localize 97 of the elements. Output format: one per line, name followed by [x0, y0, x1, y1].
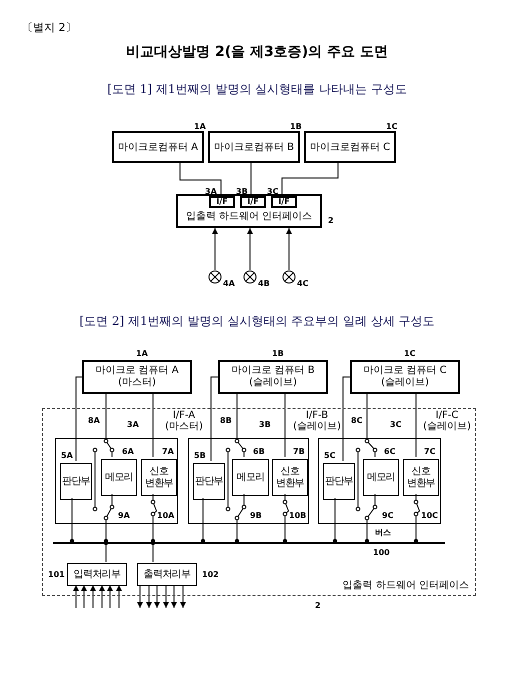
node-label: 마이크로컴퓨터 C	[310, 142, 390, 152]
reference-numeral: 3C	[267, 187, 278, 196]
reference-numeral: 5B	[194, 451, 206, 460]
node-label: 판단부	[62, 476, 90, 488]
node-label: 신호 변환부	[406, 466, 436, 490]
connector-line	[236, 394, 244, 458]
node-label: 메모리	[366, 472, 396, 484]
arrow	[146, 584, 152, 608]
connector-line	[366, 394, 376, 458]
node-label: I/F	[216, 198, 228, 206]
arrow	[90, 584, 96, 608]
figure-caption: [도면 2] 제1번째의 발명의 실시형태의 주요부의 일례 상세 구성도	[79, 313, 435, 330]
reference-numeral: 9C	[382, 511, 394, 520]
reference-numeral: 100	[373, 548, 390, 557]
node-label: I/F	[247, 198, 259, 206]
node-label: I/F	[278, 198, 290, 206]
node-label: (슬레이브)	[249, 377, 297, 389]
reference-numeral: 4A	[223, 279, 235, 288]
reference-numeral: 8B	[220, 416, 232, 425]
reference-numeral: 8A	[88, 416, 100, 425]
reference-numeral: 10A	[157, 511, 174, 520]
node-label: 신호 변환부	[144, 466, 174, 490]
reference-numeral: 1A	[194, 122, 206, 131]
reference-numeral: 1C	[404, 349, 416, 358]
node-label: 마이크로 컴퓨터 C	[363, 365, 447, 377]
node-label: 메모리	[104, 472, 134, 484]
reference-numeral: 7A	[162, 447, 174, 456]
arrow	[180, 584, 186, 608]
reference-numeral: 1B	[290, 122, 302, 131]
reference-numeral: 3B	[236, 187, 248, 196]
arrow	[212, 228, 218, 270]
arrow	[154, 584, 160, 608]
connector-line	[106, 394, 112, 458]
arrow	[81, 584, 87, 608]
node-label: I/F-C (슬레이브)	[422, 410, 472, 432]
node-label: (슬레이브)	[381, 377, 429, 389]
connector-line	[210, 376, 218, 462]
arrow	[163, 584, 169, 608]
reference-numeral: 3B	[259, 420, 271, 429]
reference-numeral: 3A	[205, 187, 217, 196]
connector-line	[180, 162, 222, 194]
arrow	[73, 584, 79, 608]
reference-numeral: 2	[315, 601, 321, 610]
figure-caption: [도면 1] 제1번째의 발명의 실시형태를 나타내는 구성도	[107, 81, 407, 98]
node-label: 출력처리부	[143, 568, 190, 580]
connector-line	[342, 376, 350, 462]
reference-numeral: 8C	[351, 416, 362, 425]
reference-numeral: 3C	[390, 420, 402, 429]
reference-numeral: 9B	[250, 511, 262, 520]
node-label: 입출력 하드웨어 인터페이스	[186, 211, 312, 223]
node-label: I/F-B (슬레이브)	[292, 410, 342, 432]
page-label: 〔별지 2〕	[22, 20, 76, 36]
node-label: 입력처리부	[73, 568, 120, 580]
reference-numeral: 1C	[386, 122, 398, 131]
reference-numeral: 6C	[384, 447, 396, 456]
arrow	[171, 584, 177, 608]
reference-numeral: 4B	[258, 279, 270, 288]
node-label: 판단부	[324, 476, 354, 488]
reference-numeral: 1B	[272, 349, 284, 358]
reference-numeral: 10C	[421, 511, 438, 520]
node-label: 판단부	[194, 476, 224, 488]
arrow	[286, 228, 292, 270]
arrow	[137, 584, 143, 608]
reference-numeral: 101	[48, 570, 65, 579]
node-label: (마스터)	[118, 377, 156, 389]
reference-numeral: 102	[202, 570, 219, 579]
arrow	[247, 228, 253, 270]
reference-numeral: 버스	[375, 528, 391, 537]
connector-line	[76, 376, 82, 462]
reference-numeral: 6A	[122, 447, 134, 456]
arrow	[99, 584, 105, 608]
node-label: 마이크로 컴퓨터 A	[95, 365, 179, 377]
title: 비교대상발명 2(을 제3호증)의 주요 도면	[126, 43, 388, 62]
node-label: I/F-A (마스터)	[164, 410, 204, 432]
node-label: 마이크로컴퓨터 B	[214, 142, 294, 152]
node-label: 마이크로컴퓨터 A	[118, 142, 198, 152]
node-label: 신호 변환부	[274, 466, 306, 490]
reference-numeral: 1A	[136, 349, 148, 358]
connector-line	[152, 394, 154, 458]
reference-numeral: 5A	[61, 451, 73, 460]
reference-numeral: 6B	[253, 447, 265, 456]
reference-numeral: 10B	[289, 511, 306, 520]
reference-numeral: 2	[328, 216, 334, 225]
connector-line	[284, 394, 286, 458]
reference-numeral: 9A	[118, 511, 130, 520]
node-label: 입출력 하드웨어 인터페이스	[342, 580, 469, 592]
reference-numeral: 7B	[293, 447, 305, 456]
reference-numeral: 3A	[127, 420, 139, 429]
node-label: 메모리	[236, 472, 265, 484]
connector-line	[250, 162, 252, 194]
reference-numeral: 5C	[324, 451, 336, 460]
connector-line	[282, 162, 338, 194]
node-label: 마이크로 컴퓨터 B	[231, 365, 315, 377]
arrow	[116, 584, 122, 608]
arrow	[107, 584, 113, 608]
reference-numeral: 7C	[424, 447, 436, 456]
reference-numeral: 4C	[297, 279, 308, 288]
